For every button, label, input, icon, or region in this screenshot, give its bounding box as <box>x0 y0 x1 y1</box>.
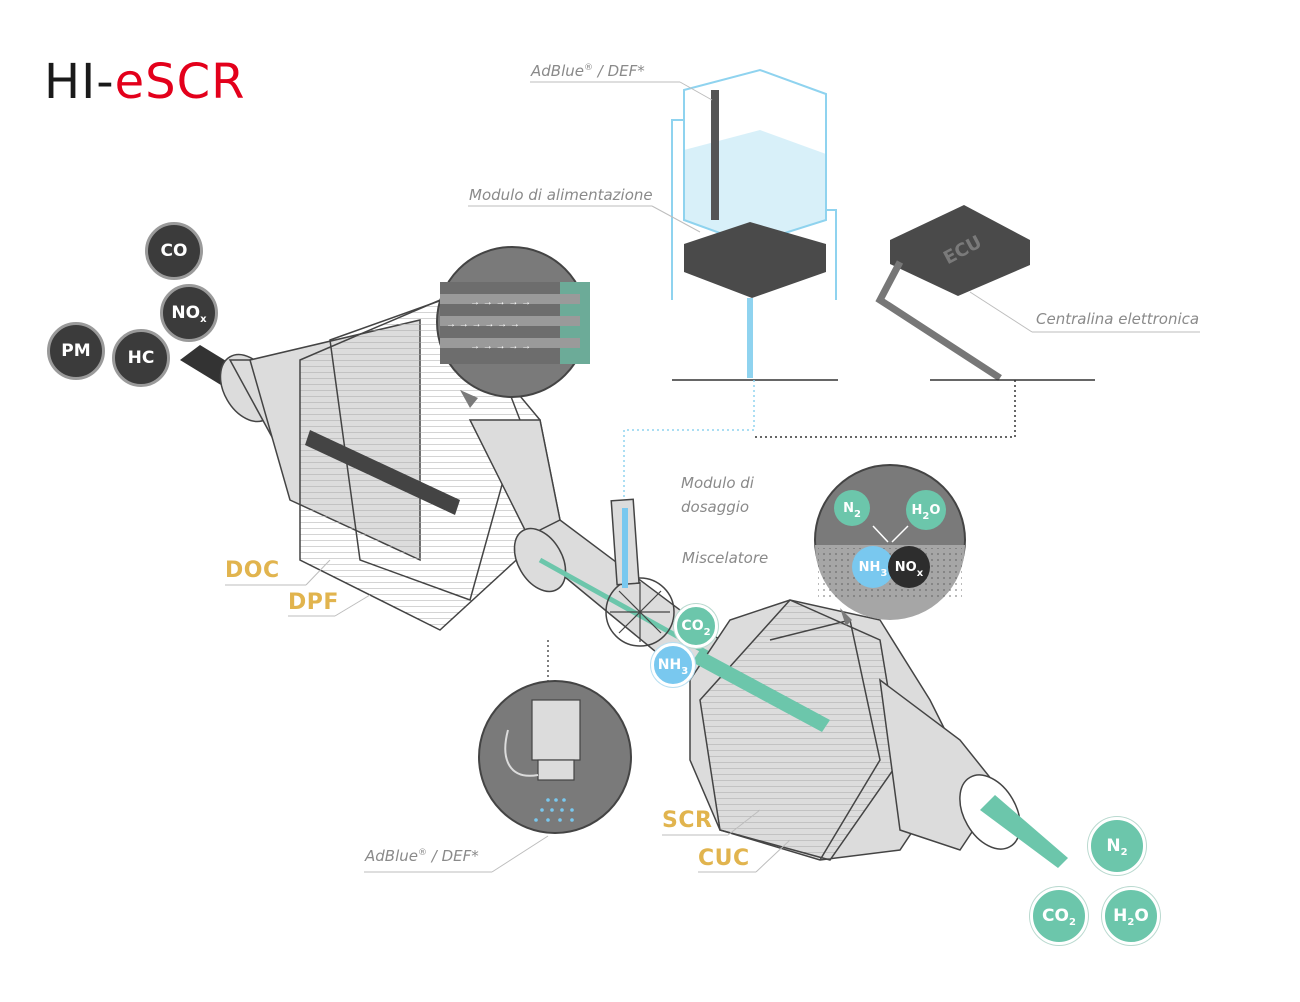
molecule-pm: PM <box>47 322 105 380</box>
molecule-h2o-out-sub: 2 <box>1127 916 1135 928</box>
adblue-top-text: AdBlue <box>531 62 584 80</box>
reaction-h2o-sub: 2 <box>922 510 930 522</box>
adblue-top-mark: ® <box>583 63 593 73</box>
molecule-co2-out-text: CO <box>1042 906 1069 926</box>
molecule-hc-text: HC <box>127 348 155 368</box>
molecule-co2-mixer-sub: 2 <box>703 626 711 638</box>
molecule-n2-out-text: N <box>1106 836 1121 856</box>
molecule-co-text: CO <box>160 241 188 261</box>
scr-label: SCR <box>662 808 713 833</box>
dosing-module-label-2: dosaggio <box>681 498 750 516</box>
dosing-module-label-1: Modulo di <box>681 474 754 492</box>
leader-lines <box>225 81 1200 873</box>
reaction-h2o-text-b: O <box>929 502 941 518</box>
dpf-label: DPF <box>288 590 339 615</box>
molecule-co2-mixer-text: CO <box>681 618 704 634</box>
svg-text:→ → → → → →: → → → → → → <box>446 319 520 330</box>
molecule-co: CO <box>145 222 203 280</box>
logo-part-2: eSCR <box>114 54 246 110</box>
cuc-label: CUC <box>698 846 750 871</box>
adblue-top-suffix: / DEF* <box>592 62 645 80</box>
molecule-nh3-mixer-text: NH <box>657 657 682 673</box>
supply-module-label: Modulo di alimentazione <box>469 186 653 204</box>
ecu-module <box>754 205 1095 438</box>
mixer-label: Miscelatore <box>682 549 769 567</box>
adblue-tank <box>623 68 838 500</box>
reaction-n2-text: N <box>843 500 854 516</box>
svg-text:→ → → → →: → → → → → <box>470 297 531 308</box>
molecule-nh3-mixer-sub: 3 <box>681 665 689 677</box>
adblue-bottom-suffix: / DEF* <box>426 847 479 865</box>
reaction-nox-sub: x <box>916 567 924 579</box>
molecule-n2-out-sub: 2 <box>1120 846 1128 858</box>
reaction-n2-sub: 2 <box>853 508 861 520</box>
svg-text:→ → → → →: → → → → → <box>470 341 531 352</box>
scr-cuc-canister <box>689 599 1068 868</box>
brand-logo: HI-eSCR <box>44 58 245 106</box>
reaction-nox-text: NO <box>894 559 917 575</box>
molecule-pm-text: PM <box>61 341 91 361</box>
adblue-bottom-text: AdBlue <box>365 847 418 865</box>
reaction-nh3-sub: 3 <box>880 567 888 579</box>
adblue-bottom-mark: ® <box>417 848 427 858</box>
filter-detail-bubble: → → → → → → → → → → → → → → → → <box>436 246 590 408</box>
reaction-bubble <box>814 464 966 626</box>
molecule-h2o-out-text-b: O <box>1134 906 1149 926</box>
injector-detail-bubble <box>478 640 632 834</box>
logo-part-1: HI- <box>44 54 115 110</box>
molecule-nox-text: NO <box>171 303 201 323</box>
adblue-top-label: AdBlue® / DEF* <box>531 62 645 80</box>
molecule-nox-sub: x <box>200 313 207 325</box>
molecule-hc: HC <box>112 329 170 387</box>
doc-label: DOC <box>225 558 280 583</box>
ecu-label: Centralina elettronica <box>1036 310 1200 328</box>
reaction-nh3-text: NH <box>858 559 881 575</box>
adblue-bottom-label: AdBlue® / DEF* <box>365 847 479 865</box>
reaction-h2o-text-a: H <box>911 502 923 518</box>
molecule-h2o-out-text-a: H <box>1113 906 1128 926</box>
molecule-co2-out-sub: 2 <box>1068 916 1076 928</box>
